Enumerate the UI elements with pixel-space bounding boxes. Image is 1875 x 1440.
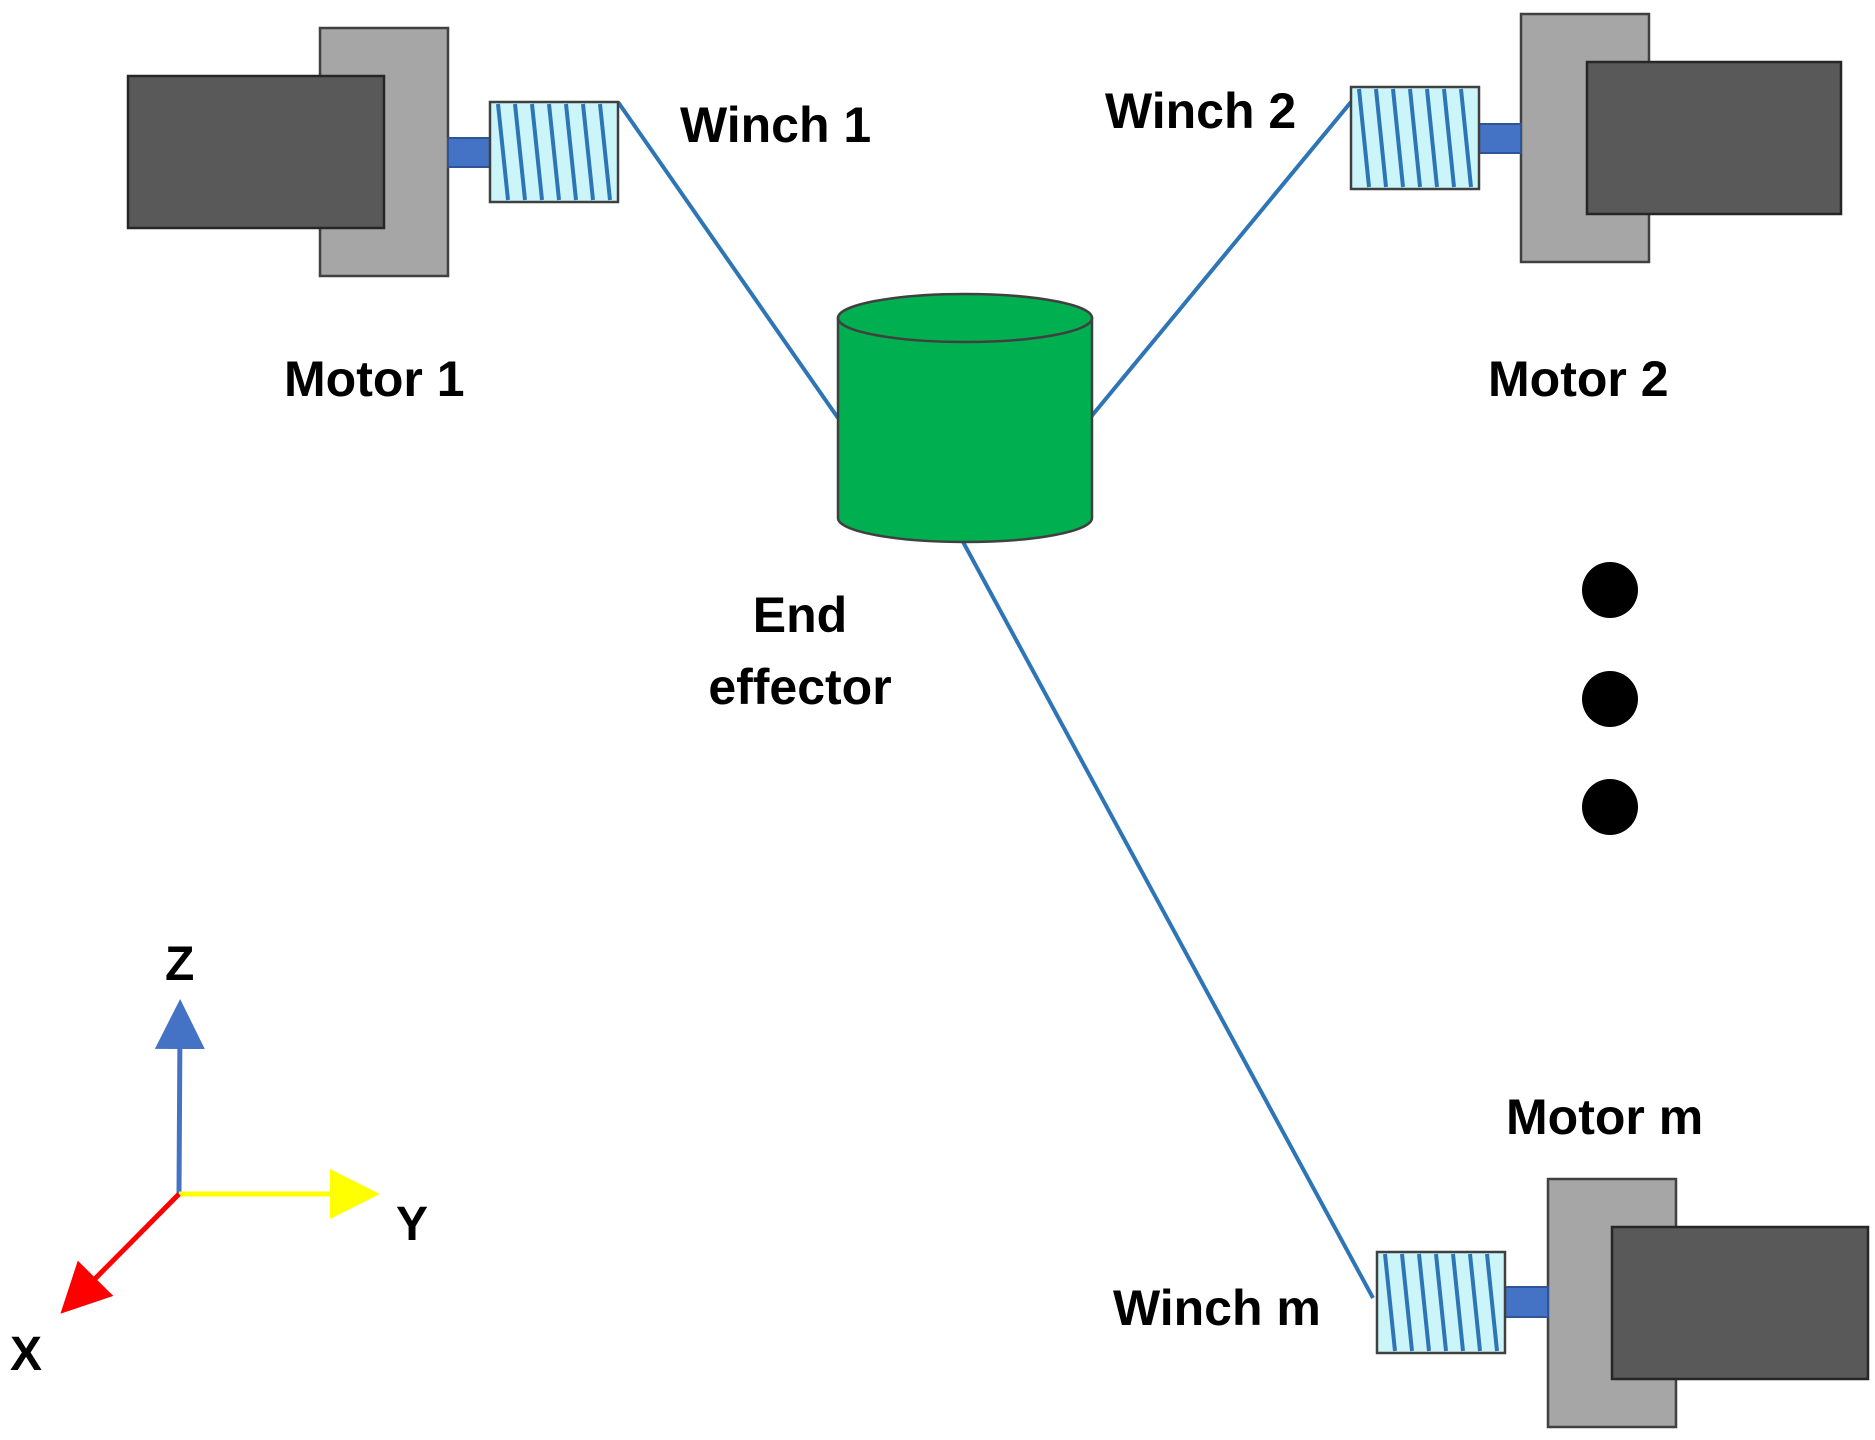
winch-spool-icon (488, 100, 620, 204)
cables (616, 100, 1375, 1299)
winch-m-label: Winch m (1113, 1280, 1321, 1336)
cable-1 (616, 100, 840, 420)
end-effector-top (836, 292, 1094, 344)
axis-z-label: Z (165, 938, 194, 991)
ellipsis-dot (1582, 779, 1638, 835)
coordinate-axes-icon (60, 999, 380, 1314)
vertical-ellipsis-icon (1582, 562, 1638, 835)
motor-2-shaft (1478, 123, 1522, 154)
motor-m-shaft (1504, 1286, 1549, 1318)
axis-x-label: X (10, 1328, 42, 1381)
motor-2-body (1585, 60, 1843, 216)
motor-m-label: Motor m (1506, 1089, 1703, 1145)
cylinder-icon (836, 292, 1094, 544)
motor-1-label: Motor 1 (284, 351, 465, 407)
motor-m-body (1610, 1225, 1870, 1381)
cable-2 (1088, 100, 1353, 420)
axis-y-label: Y (396, 1198, 428, 1251)
winch-1-label: Winch 1 (680, 97, 871, 153)
motor-1-body (126, 74, 386, 230)
end-effector-label-line2: effector (708, 659, 891, 715)
motor-m-assembly (1375, 1177, 1870, 1429)
cable-m (960, 539, 1375, 1299)
motor-icon (126, 26, 450, 278)
winch-spool-icon (1375, 1250, 1507, 1355)
motor-2-label: Motor 2 (1488, 351, 1669, 407)
winch-2-label: Winch 2 (1105, 83, 1296, 139)
end-effector-body (836, 316, 1094, 544)
motor-2-assembly (1349, 12, 1843, 264)
ellipsis-dot (1582, 562, 1638, 618)
axis-z-arrow (154, 999, 205, 1195)
motor-1-assembly (126, 26, 620, 278)
motor-icon (1519, 12, 1843, 264)
ellipsis-dot (1582, 671, 1638, 727)
motor-icon (1546, 1177, 1870, 1429)
axis-x-arrow (60, 1192, 181, 1314)
motor-1-shaft (447, 137, 491, 168)
end-effector-label-line1: End (753, 587, 847, 643)
winch-spool-icon (1349, 85, 1481, 191)
